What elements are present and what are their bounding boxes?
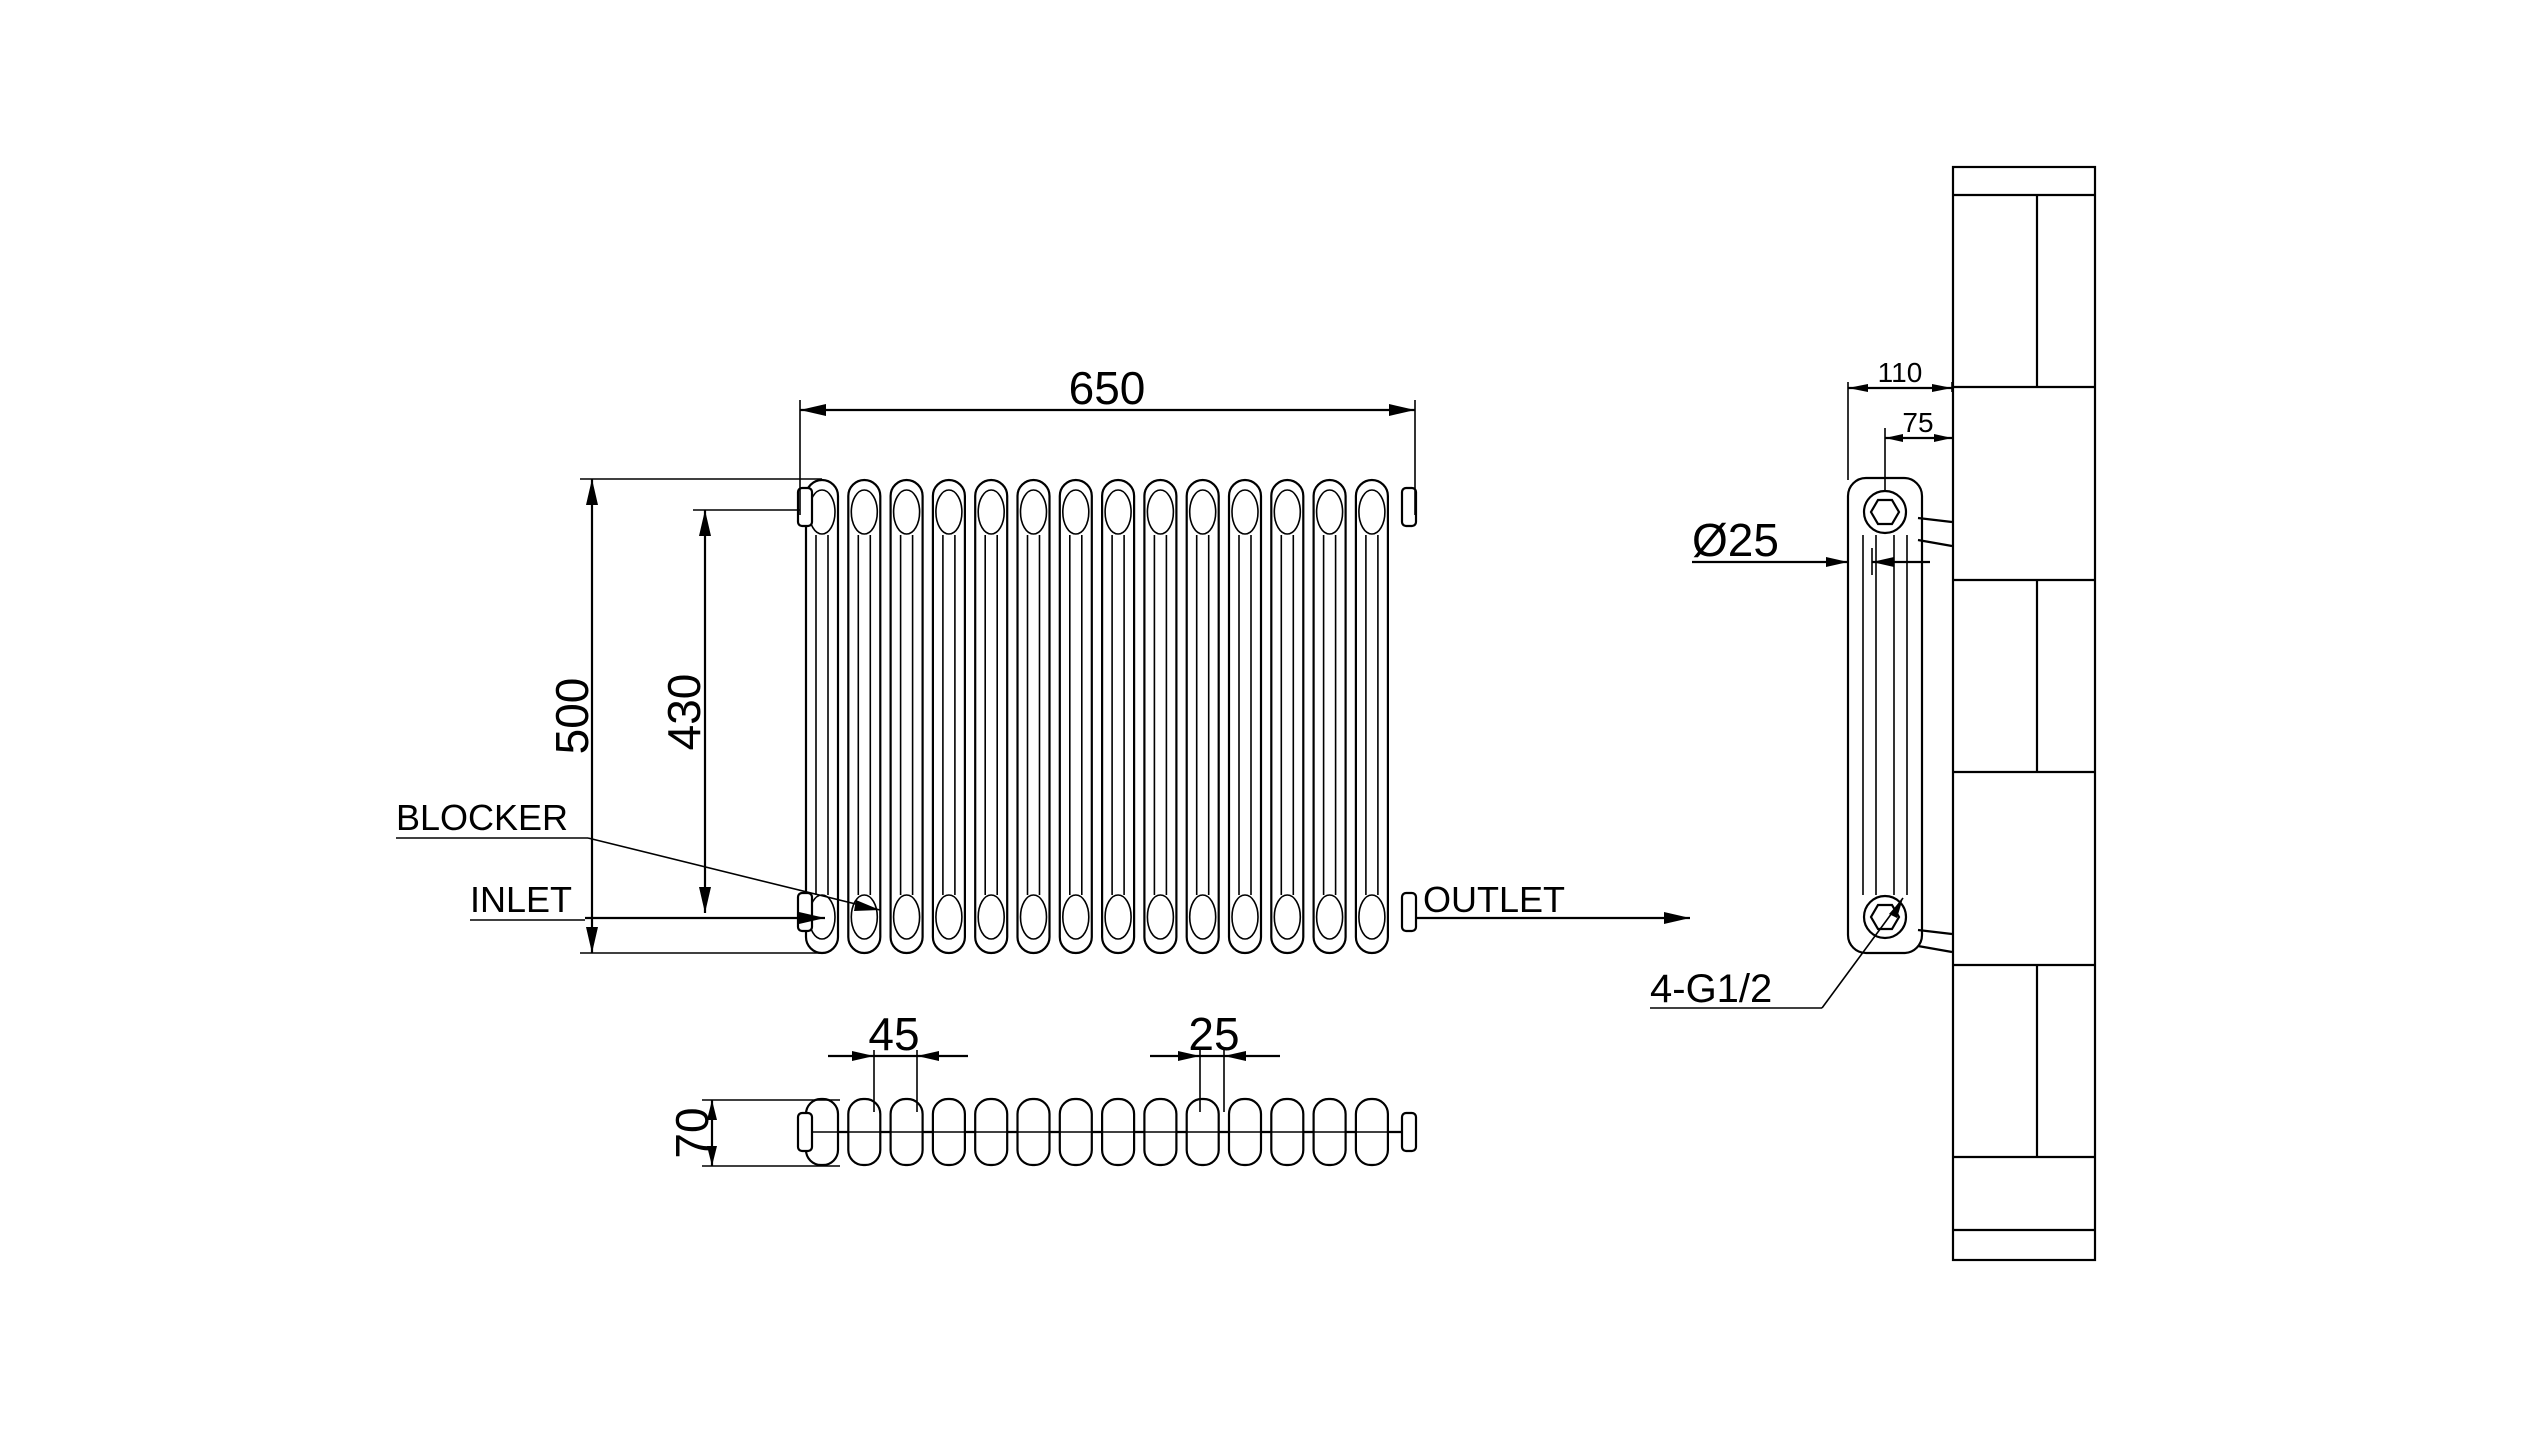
centers-label: 430 [658,674,710,751]
header-boss [1104,489,1132,535]
blocker-label: BLOCKER [396,797,568,838]
radiator-column [889,478,924,955]
bottom-port [1862,894,1908,940]
side-offset-label: 75 [1902,407,1933,438]
side-diameter-label: Ø25 [1692,514,1779,566]
radiator-column [974,478,1009,955]
inlet-callout: INLET [470,879,825,924]
radiator-column [1058,478,1093,955]
column-diameter-label: 25 [1188,1008,1239,1060]
header-boss [1231,894,1259,940]
header-boss [1146,894,1175,940]
top-view-sections [804,1097,1390,1167]
header-boss [977,894,1006,940]
radiator-column [1143,478,1178,955]
radiator-column [931,478,967,955]
top-right-end-cap [1400,486,1418,528]
radiator-column [1016,478,1051,955]
pitch-dimension: 45 [828,1008,968,1112]
blocker-callout: BLOCKER [396,797,881,911]
bottom-left-end-cap [796,891,814,933]
radiator-column [804,478,840,955]
radiator-column [1270,478,1305,955]
header-boss [1231,489,1259,535]
side-depth-label: 110 [1878,357,1923,388]
inlet-label: INLET [470,879,572,920]
side-view: 110 75 Ø25 4-G1/2 [1650,165,2097,1262]
header-boss [977,489,1006,535]
radiator-column [847,478,882,955]
radiator-column [1185,478,1220,955]
height-dimension: 500 [546,478,822,954]
header-boss [1273,894,1302,940]
header-boss [1188,894,1217,940]
depth-dimension: 70 [666,1099,840,1167]
pitch-label: 45 [868,1008,919,1060]
outlet-callout: OUTLET [1416,879,1690,924]
depth-label: 70 [666,1107,718,1158]
header-boss [1062,489,1090,535]
header-boss [1188,489,1217,535]
connections-label: 4-G1/2 [1650,967,1772,1011]
header-boss [1358,894,1386,940]
centers-dimension: 430 [658,509,800,913]
top-view-left-cap [796,1111,814,1153]
header-boss [850,894,879,940]
header-boss [1315,894,1344,940]
radiator-column [1312,478,1347,955]
bottom-bracket [1917,928,1953,954]
top-bracket [1917,516,1953,548]
top-port [1862,489,1908,535]
width-label: 650 [1069,362,1146,414]
front-view [796,478,1418,955]
bottom-right-end-cap [1400,891,1418,933]
width-dimension: 650 [799,362,1416,515]
header-boss [892,894,921,940]
header-boss [1019,489,1048,535]
header-boss [935,894,963,940]
column-diameter-dimension: 25 [1150,1008,1280,1112]
header-boss [1104,894,1132,940]
header-boss [1273,489,1302,535]
header-boss [1019,894,1048,940]
radiator-column [1354,478,1390,955]
radiator-column [1100,478,1136,955]
header-boss [1062,894,1090,940]
radiator-column [1227,478,1263,955]
header-boss [935,489,963,535]
height-label: 500 [546,678,598,755]
outlet-label: OUTLET [1423,879,1565,920]
wall [1951,165,2097,1262]
header-boss [850,489,879,535]
header-boss [1146,489,1175,535]
top-view-right-cap [1400,1111,1418,1153]
header-boss [1358,489,1386,535]
top-view [796,1097,1418,1167]
radiator-sections [804,478,1390,955]
side-radiator-body [1846,476,1924,955]
header-boss [892,489,921,535]
top-left-end-cap [796,486,814,528]
header-boss [1315,489,1344,535]
